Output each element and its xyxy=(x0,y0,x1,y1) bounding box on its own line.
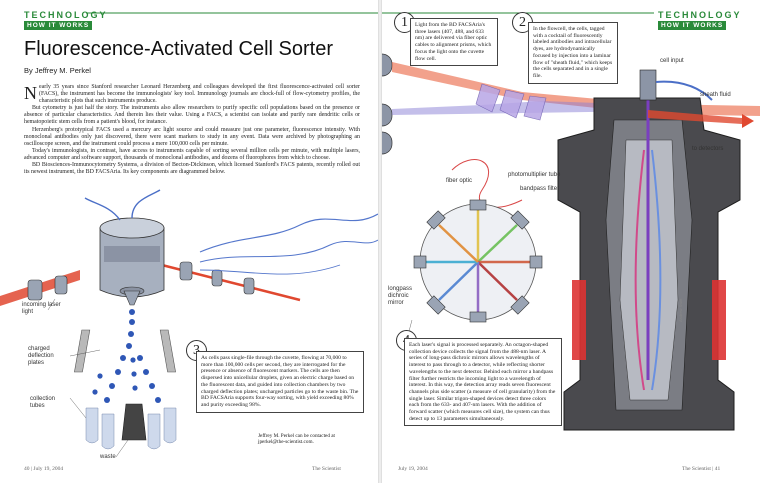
fiber-cable xyxy=(199,264,341,275)
callout-4: Each laser's signal is processed separat… xyxy=(404,338,562,427)
waste-container xyxy=(121,403,147,441)
lens xyxy=(211,269,223,287)
callout-1: Light from the BD FACSAria's three laser… xyxy=(410,18,498,67)
kicker: TECHNOLOGY HOW IT WORKS xyxy=(658,10,742,30)
dropcap: N xyxy=(24,83,37,103)
lens xyxy=(179,261,193,281)
label-collection-tubes: collection tubes xyxy=(30,396,56,409)
author-contact: Jeffrey M. Perkel can be contacted at jp… xyxy=(258,433,335,446)
lens xyxy=(27,279,43,301)
droplet-stream xyxy=(92,309,161,403)
fiber-cable xyxy=(199,239,378,263)
cell-input-port xyxy=(639,69,657,101)
sheath-fluid-line xyxy=(655,80,713,101)
nozzle xyxy=(123,290,141,306)
label-fiber-optic: fiber optic xyxy=(446,178,473,184)
right-page: TECHNOLOGY HOW IT WORKS 1 Light from the… xyxy=(382,0,760,483)
label-photomultiplier-tube: photomultiplier tube xyxy=(508,172,561,178)
label-longpass-mirror: longpass dichroic mirror xyxy=(388,286,413,306)
deflection-plate xyxy=(159,329,176,373)
collection-tube xyxy=(85,407,177,450)
footer-page-number: 40 | July 19, 2004 xyxy=(24,466,64,472)
footer-page-number: The Scientist | 41 xyxy=(682,466,721,472)
paragraph: Today's immunologists, in contrast, have… xyxy=(24,147,360,161)
label-bandpass-filter: bandpass filter xyxy=(520,186,560,192)
label-cell-input: cell input xyxy=(660,58,684,64)
label-incoming-laser: incoming laser light xyxy=(22,302,61,315)
illustrator-credit: Andrew Swift xyxy=(678,298,683,322)
callout-3: As cells pass single-file through the cu… xyxy=(196,351,364,413)
footer-publication: The Scientist xyxy=(312,466,341,472)
step-badge-2: 2 xyxy=(512,12,533,33)
label-to-detectors: to detectors xyxy=(692,146,724,152)
kicker-sub: HOW IT WORKS xyxy=(24,21,93,30)
deflection-plate xyxy=(74,329,91,373)
left-page: TECHNOLOGY HOW IT WORKS Fluorescence-Act… xyxy=(0,0,378,483)
page-title: Fluorescence-Activated Cell Sorter xyxy=(24,38,334,60)
footer-date: July 19, 2004 xyxy=(398,466,428,472)
alignment-prism xyxy=(475,83,547,121)
callout-2: In the flowcell, the cells, tagged with … xyxy=(528,22,618,84)
octagon-detector xyxy=(413,199,543,323)
fiber-cable xyxy=(199,213,378,253)
laser-units xyxy=(382,53,393,155)
byline: By Jeffrey M. Perkel xyxy=(24,66,91,75)
label-waste: waste xyxy=(100,454,116,460)
kicker-sub: HOW IT WORKS xyxy=(658,21,727,30)
lens xyxy=(54,275,68,295)
paragraph: Herzenberg's prototypical FACS used a me… xyxy=(24,126,360,147)
kicker: TECHNOLOGY HOW IT WORKS xyxy=(24,10,108,30)
label-deflection-plates: charged deflection plates xyxy=(28,346,54,366)
paragraph: But cytometry is just half the story. Th… xyxy=(24,105,360,126)
page-gutter xyxy=(378,0,382,483)
label-sheath-fluid: sheath fluid xyxy=(700,92,731,98)
lens xyxy=(243,277,255,295)
right-illustration xyxy=(382,12,760,431)
left-illustration xyxy=(0,12,378,458)
paragraph: BD Biosciences-Immunocytometry Systems, … xyxy=(24,162,360,176)
